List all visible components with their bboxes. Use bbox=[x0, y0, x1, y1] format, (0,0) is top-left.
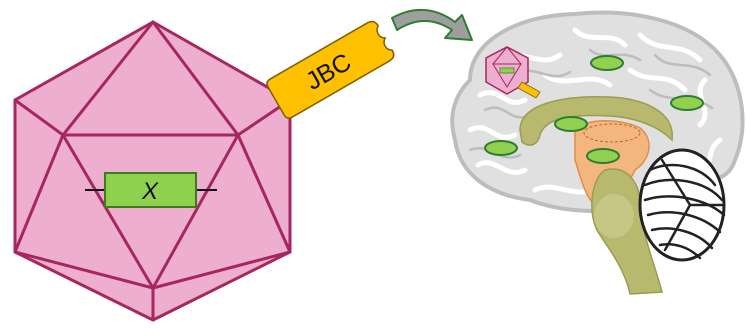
curved-arrow bbox=[392, 10, 472, 40]
aav-capsid: X bbox=[15, 22, 290, 320]
pons bbox=[594, 194, 634, 238]
transgene-label: X bbox=[141, 178, 159, 205]
brain-sagittal bbox=[452, 13, 742, 294]
jbc-capsid-tag: JBC bbox=[265, 19, 396, 120]
target-region bbox=[485, 141, 517, 155]
target-region bbox=[587, 149, 619, 163]
target-region bbox=[591, 56, 623, 70]
target-region bbox=[555, 117, 587, 131]
target-region bbox=[671, 96, 703, 110]
cerebellum bbox=[640, 150, 724, 260]
capsid-outline bbox=[15, 22, 290, 320]
